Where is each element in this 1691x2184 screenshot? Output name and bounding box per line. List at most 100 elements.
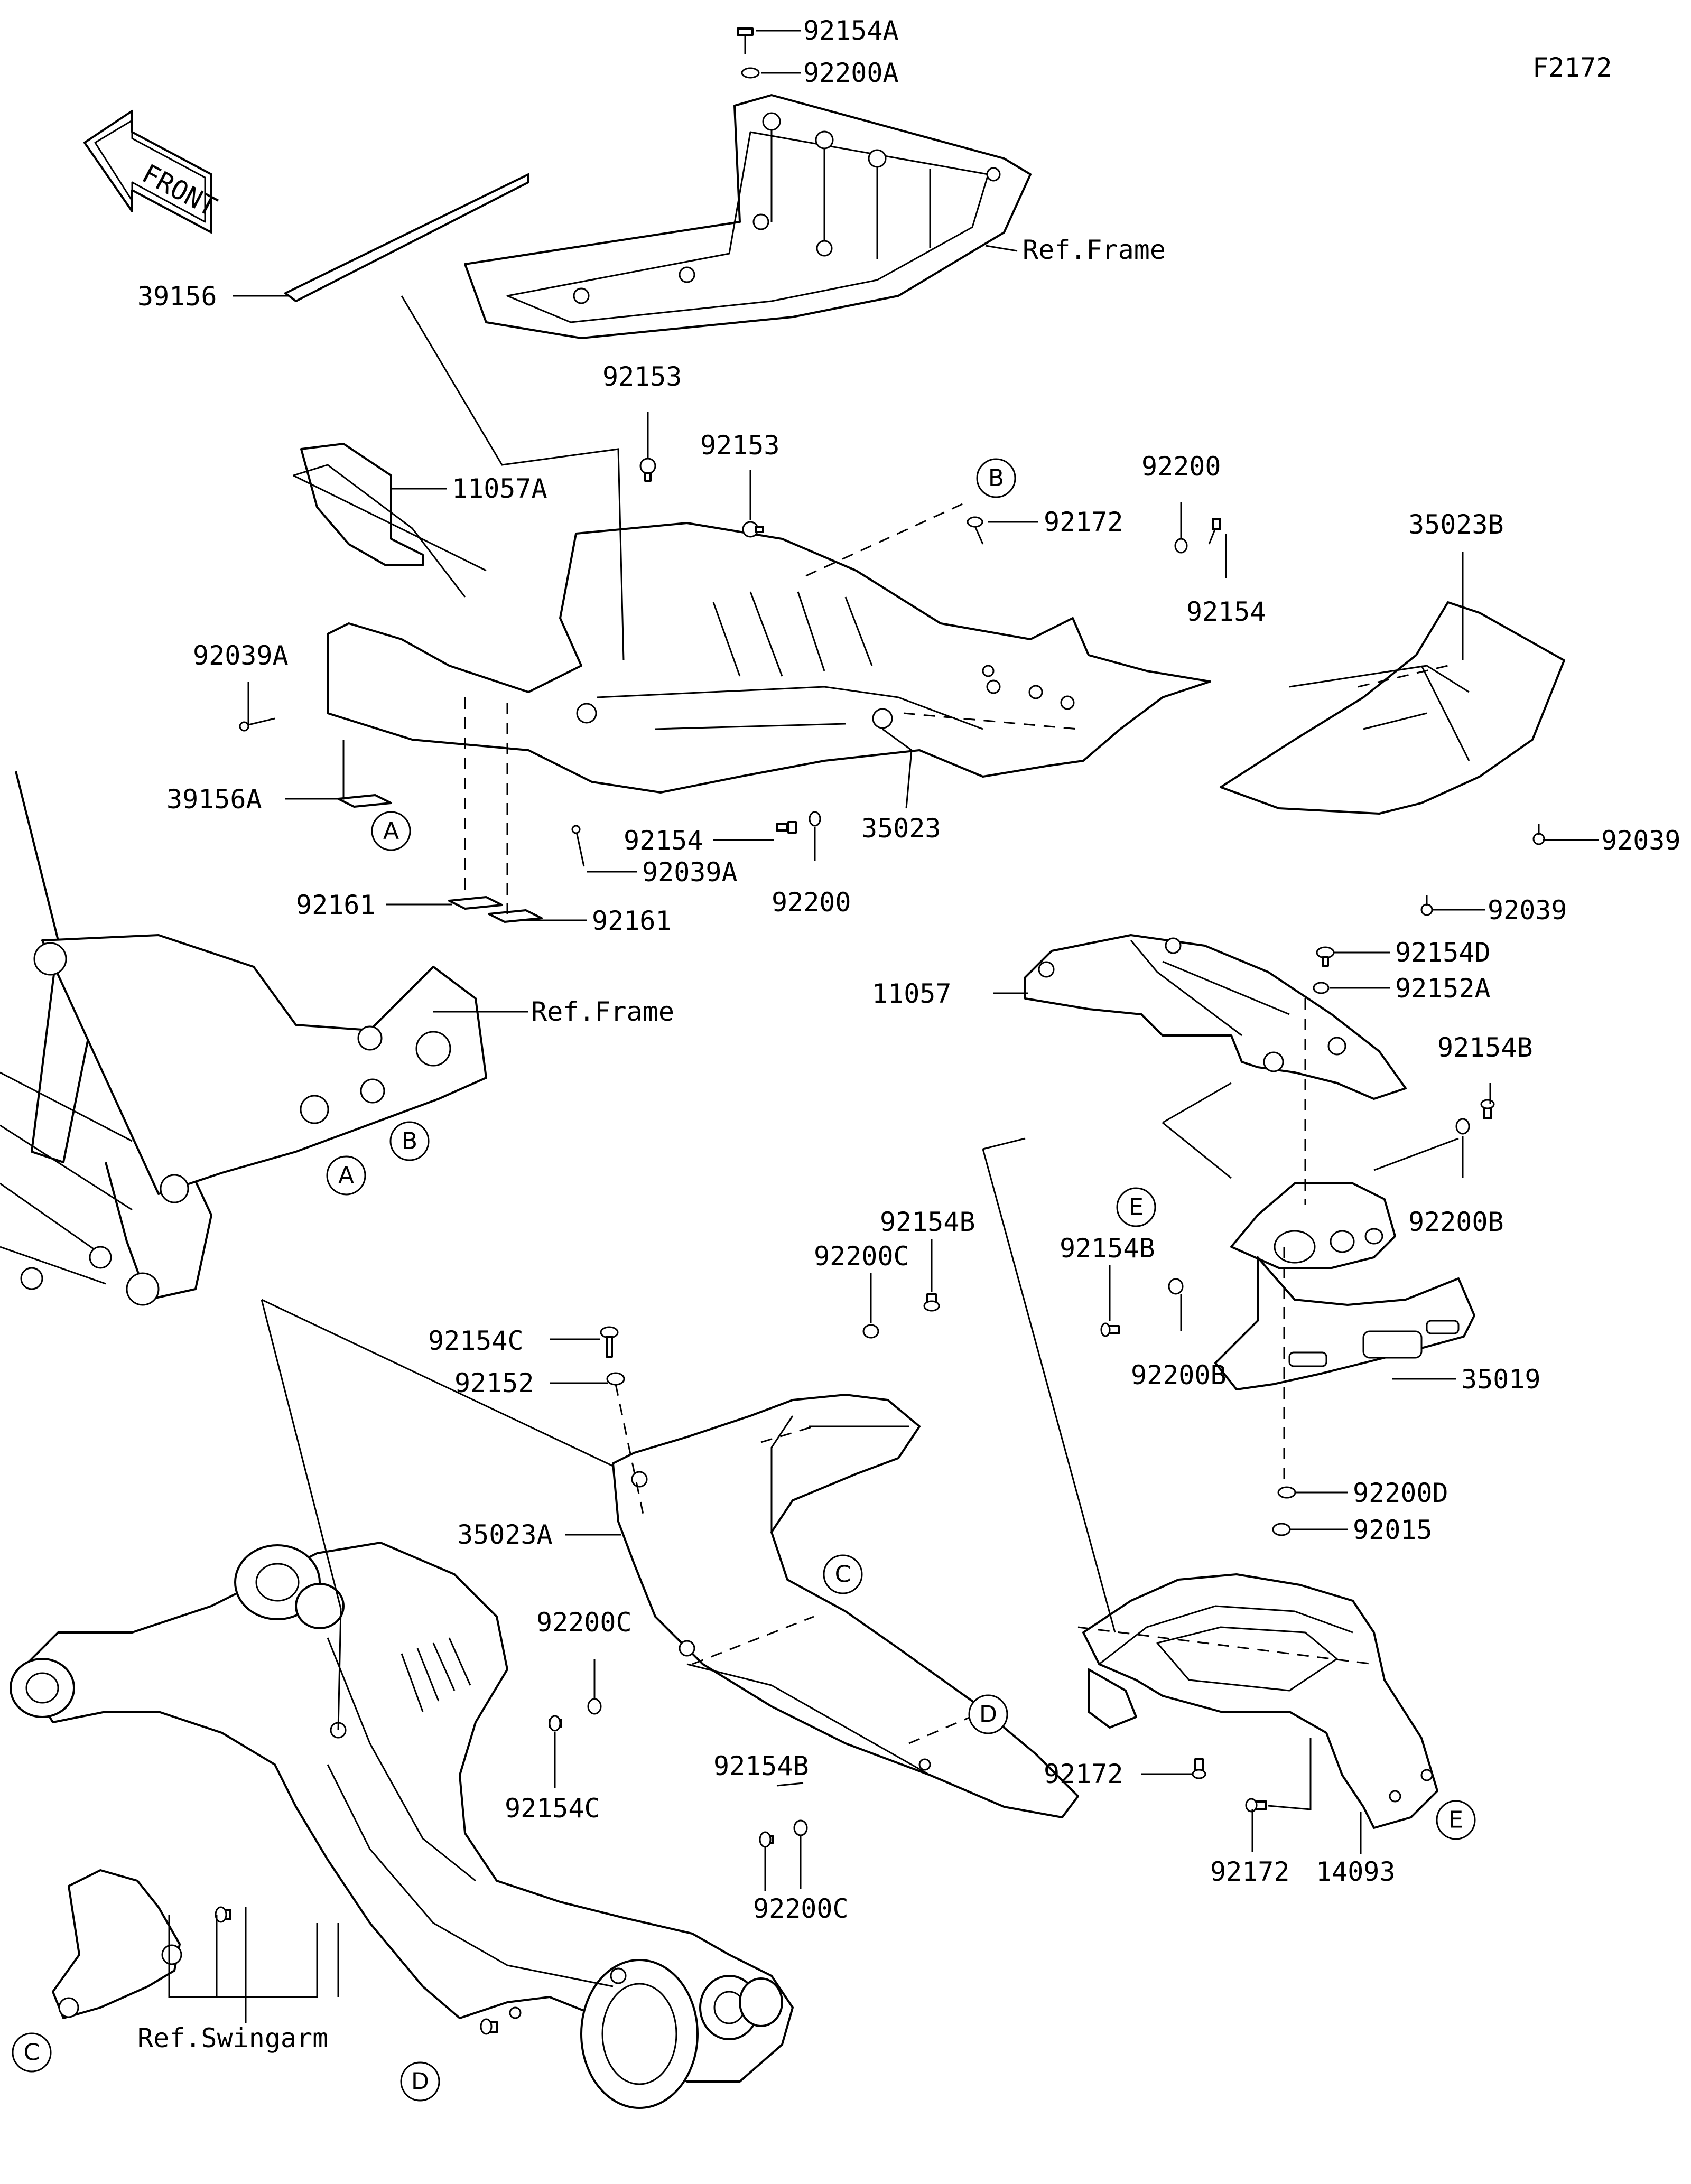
label-92039-b: 92039 bbox=[1488, 895, 1567, 926]
washer-92200c-mid-icon bbox=[587, 1698, 602, 1715]
label-ref-swingarm: Ref.Swingarm bbox=[137, 2023, 328, 2054]
label-92154b-mid: 92154B bbox=[1060, 1233, 1155, 1264]
ref-frame-top-part bbox=[464, 94, 1032, 339]
part-11057a-bracket bbox=[300, 443, 424, 566]
label-11057a: 11057A bbox=[452, 473, 547, 504]
label-92152a: 92152A bbox=[1395, 973, 1491, 1004]
bolt-92172-right-icon bbox=[1192, 1758, 1206, 1779]
bolt-92153-a-icon bbox=[639, 458, 656, 482]
label-92200c-lower: 92200C bbox=[753, 1893, 849, 1924]
label-92200b-right: 92200B bbox=[1408, 1207, 1504, 1237]
washer-92200c-upper-icon bbox=[862, 1324, 879, 1339]
label-92200d: 92200D bbox=[1353, 1478, 1448, 1508]
label-39156a: 39156A bbox=[166, 784, 262, 815]
label-92154d: 92154D bbox=[1395, 937, 1491, 968]
nut-92015-icon bbox=[1272, 1523, 1291, 1536]
rivet-92039-b-icon bbox=[1420, 895, 1433, 916]
label-92154b-upper: 92154B bbox=[880, 1207, 975, 1237]
label-92200c-mid: 92200C bbox=[536, 1607, 632, 1638]
bolt-92154d-icon bbox=[1316, 946, 1335, 967]
part-39156-pad bbox=[284, 173, 529, 302]
part-35023b-tail-cover bbox=[1220, 601, 1565, 815]
svg-text:E: E bbox=[1448, 1807, 1463, 1834]
label-11057: 11057 bbox=[872, 978, 952, 1009]
label-92154a: 92154A bbox=[803, 15, 899, 46]
label-35019: 35019 bbox=[1461, 1364, 1541, 1395]
label-92200a: 92200A bbox=[803, 58, 899, 88]
bolt-92154a-icon bbox=[737, 27, 754, 54]
label-92015: 92015 bbox=[1353, 1515, 1433, 1545]
bolt-92154c-upper-icon bbox=[600, 1326, 619, 1358]
bolt-92154b-lower-icon bbox=[759, 1831, 774, 1848]
ref-frame-left-part bbox=[0, 771, 487, 1306]
callout-e-mid: E bbox=[1116, 1187, 1156, 1227]
label-92200c-upper: 92200C bbox=[814, 1241, 909, 1272]
washer-92200-top-icon bbox=[1174, 538, 1188, 554]
part-14093-tail-housing bbox=[1082, 1573, 1438, 1829]
label-35023a: 35023A bbox=[457, 1519, 553, 1550]
label-92039a-left: 92039A bbox=[193, 640, 289, 671]
rivet-92039a-left-icon bbox=[239, 717, 275, 732]
callout-d-mid: D bbox=[968, 1694, 1008, 1734]
label-39156: 39156 bbox=[137, 281, 217, 312]
label-92039a-bottom: 92039A bbox=[642, 857, 738, 888]
bolt-92172-lower-icon bbox=[1245, 1798, 1267, 1813]
label-92154b-right: 92154B bbox=[1437, 1032, 1533, 1063]
bolt-92153-b-icon bbox=[742, 521, 764, 538]
washer-92200b-mid-icon bbox=[1168, 1278, 1184, 1295]
label-92200-mid: 92200 bbox=[772, 887, 851, 918]
washer-92200a-icon bbox=[741, 67, 760, 79]
pad-92161-b-icon bbox=[488, 909, 543, 923]
washer-92200d-icon bbox=[1277, 1486, 1296, 1499]
dashed-alignment-lines bbox=[464, 501, 1448, 1744]
washer-92152-icon bbox=[606, 1372, 625, 1386]
callout-a-frame: A bbox=[326, 1155, 366, 1196]
part-35023-rear-fender bbox=[327, 522, 1211, 794]
svg-text:C: C bbox=[835, 1561, 851, 1588]
label-92039-a: 92039 bbox=[1601, 825, 1681, 856]
label-92154c-lower: 92154C bbox=[505, 1793, 600, 1824]
label-92152: 92152 bbox=[454, 1368, 534, 1398]
label-92172-right: 92172 bbox=[1044, 1759, 1123, 1789]
label-92200-top: 92200 bbox=[1141, 451, 1221, 482]
bolt-92154b-mid-icon bbox=[1100, 1322, 1120, 1337]
callout-b-top: B bbox=[976, 458, 1016, 498]
washer-92200c-lower-icon bbox=[793, 1819, 808, 1836]
rivet-92039a-bottom-icon bbox=[571, 825, 585, 867]
part-35019-license-bracket bbox=[1214, 1182, 1475, 1390]
bolt-92154-top-icon bbox=[1208, 518, 1221, 545]
svg-text:D: D bbox=[411, 2068, 429, 2095]
svg-text:E: E bbox=[1129, 1194, 1144, 1221]
label-92154c-upper: 92154C bbox=[428, 1326, 524, 1356]
label-35023b: 35023B bbox=[1408, 509, 1504, 540]
washer-92200-mid-icon bbox=[809, 811, 821, 827]
svg-text:B: B bbox=[988, 465, 1004, 492]
label-92153-b: 92153 bbox=[700, 430, 780, 461]
part-labels: 92154A 92200A Ref.Frame 39156 92153 9215… bbox=[137, 15, 1681, 2054]
label-92200b-mid: 92200B bbox=[1131, 1360, 1227, 1390]
callout-d-bottom: D bbox=[400, 2061, 440, 2102]
label-92153-a: 92153 bbox=[602, 361, 682, 392]
part-35023a-side-cover bbox=[612, 1394, 1079, 1818]
ref-swingarm-part bbox=[10, 1542, 794, 2109]
pad-92161-a-icon bbox=[448, 896, 503, 910]
label-ref-frame-top: Ref.Frame bbox=[1023, 235, 1166, 265]
label-92161-a: 92161 bbox=[296, 890, 376, 920]
label-92154-mid: 92154 bbox=[624, 825, 703, 856]
callouts: B A B A E C D C D E bbox=[12, 458, 1476, 2102]
callout-c-bottom: C bbox=[12, 2032, 52, 2073]
label-14093: 14093 bbox=[1316, 1856, 1396, 1887]
bolt-92172-top-icon bbox=[967, 516, 984, 545]
rivet-92039-a-icon bbox=[1532, 824, 1545, 845]
label-35023: 35023 bbox=[861, 813, 941, 844]
pad-39156a-icon bbox=[337, 794, 392, 808]
label-ref-frame-left: Ref.Frame bbox=[531, 996, 674, 1027]
bolt-swingarm-d-icon bbox=[480, 2018, 498, 2035]
svg-text:A: A bbox=[383, 818, 399, 845]
label-92172-top: 92172 bbox=[1044, 507, 1123, 537]
callout-a-left: A bbox=[371, 811, 411, 851]
leader-lines bbox=[168, 30, 1599, 2023]
svg-text:B: B bbox=[402, 1128, 417, 1155]
figure-code: F2172 bbox=[1532, 52, 1612, 83]
